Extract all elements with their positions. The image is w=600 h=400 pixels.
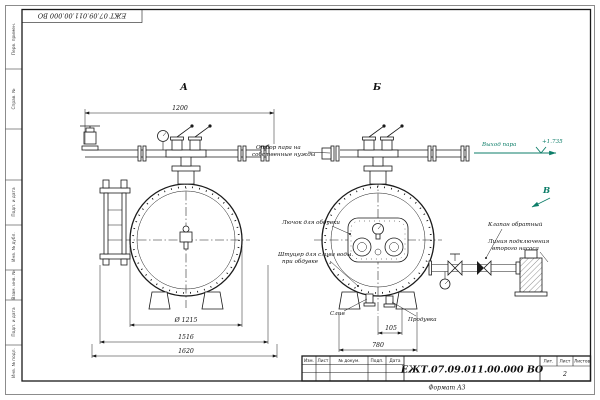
svg-text:780: 780 <box>372 342 384 349</box>
tb-doc-number: ЕЖТ.07.09.011.00.000 ВО <box>400 365 544 376</box>
pressure-gauge <box>157 130 169 150</box>
pump-line-note: Линия подключения второго насоса <box>487 239 549 263</box>
side-label: Подп. и дата <box>11 307 17 337</box>
dim-1620: 1620 <box>91 344 278 358</box>
pipe-end-valve <box>80 125 100 151</box>
tb-col-list: Лист <box>318 358 329 364</box>
svg-text:Продувка: Продувка <box>407 317 437 323</box>
leg <box>148 291 171 310</box>
top-stamp: ЕЖТ 07.09.011.00.000 ВО <box>21 9 143 23</box>
top-stamp-text: ЕЖТ 07.09.011.00.000 ВО <box>37 12 127 20</box>
side-label: Справ. № <box>11 88 17 109</box>
blowdown-note: Продувка <box>391 301 437 323</box>
own-needs-note: Отбор пара на собственные нужды <box>252 144 331 158</box>
view-a-shell <box>122 123 250 310</box>
leg <box>201 291 224 310</box>
side-label: Перв. примен. <box>11 23 17 55</box>
view-a: А <box>80 82 270 310</box>
title-block: Изм. Лист № докум. Подп. Дата ЕЖТ.07.09.… <box>301 355 592 392</box>
steam-output-label: Выход пара <box>481 142 516 148</box>
annotations: Отбор пара на собственные нужды Лючок дл… <box>252 144 549 323</box>
svg-text:Штуцер для слива воды: Штуцер для слива воды <box>277 252 352 258</box>
side-column-cells: Перв. примен. Справ. № Подп. и дата Инв.… <box>5 23 22 378</box>
hatch-note: Лючок для обдувки <box>281 219 351 235</box>
dim-diameter: Ø 1215 <box>129 246 243 327</box>
svg-text:Ø 1215: Ø 1215 <box>174 317 198 324</box>
svg-text:1516: 1516 <box>178 334 194 341</box>
water-level-gauge <box>99 179 131 266</box>
svg-text:1200: 1200 <box>172 105 188 112</box>
blowdown-stub <box>385 295 394 305</box>
dim-105: 105 <box>377 308 403 335</box>
check-valve-note: Клапан обратный <box>485 221 543 259</box>
leg <box>395 291 418 310</box>
svg-text:второго насоса: второго насоса <box>492 246 539 252</box>
bolt-ring <box>132 186 240 294</box>
svg-text:собственные нужды: собственные нужды <box>252 151 316 158</box>
view-direction-label: В <box>542 186 550 196</box>
svg-text:Слив: Слив <box>330 311 345 317</box>
level-mark-symbol <box>535 146 547 154</box>
dim-780: 780 <box>338 312 418 352</box>
dimensions: 1200 Ø 1215 1516 1620 105 <box>84 105 418 358</box>
view-b: Б <box>314 82 563 314</box>
dim-1516: 1516 <box>99 265 269 344</box>
bolt-ring <box>324 186 432 294</box>
svg-text:Лючок для обдувки: Лючок для обдувки <box>281 219 340 226</box>
view-a-label: А <box>179 82 188 93</box>
drain-note: Слив <box>330 298 368 317</box>
svg-text:1620: 1620 <box>178 348 194 355</box>
check-valve <box>477 260 492 276</box>
side-label: Инв. № дубл. <box>11 232 17 261</box>
leg <box>338 291 361 310</box>
view-b-shell <box>314 123 442 314</box>
pump <box>514 249 548 297</box>
svg-text:105: 105 <box>385 325 397 332</box>
side-label: Подп. и дата <box>11 187 17 217</box>
drain-stub <box>365 293 374 304</box>
tb-sheet-label: Лист <box>560 359 571 365</box>
manhole-door <box>347 217 409 263</box>
view-direction: В <box>531 186 551 208</box>
dim-1200: 1200 <box>84 105 275 144</box>
side-label: Инв. № подл. <box>11 348 17 378</box>
svg-text:при обдувке: при обдувке <box>282 258 319 265</box>
tb-col-date: Дата <box>389 358 400 364</box>
feed-line-gauge <box>439 271 451 290</box>
tb-sheets-label: Листов <box>574 359 591 365</box>
svg-text:Отбор пара на: Отбор пара на <box>256 144 301 151</box>
side-label: Взам. инв. № <box>11 270 17 300</box>
steam-output: Выход пара +1.735 <box>474 139 563 156</box>
format-label: Формат А3 <box>429 385 466 392</box>
drain-fitting-note: Штуцер для слива воды при обдувке <box>277 252 359 287</box>
level-mark-label: +1.735 <box>542 139 563 145</box>
tb-col-sign: Подп. <box>370 358 383 364</box>
feedwater-line <box>428 249 548 297</box>
tb-col-doc: № докум. <box>338 358 359 364</box>
svg-text:Линия подключения: Линия подключения <box>487 239 549 245</box>
tb-sheet-number: 2 <box>562 371 567 378</box>
tb-lit-label: Лит. <box>544 359 554 365</box>
tb-col-izm: Изм. <box>304 358 314 364</box>
sheet-frame <box>5 5 595 395</box>
view-b-label: Б <box>372 82 381 93</box>
svg-text:Клапан обратный: Клапан обратный <box>487 221 543 228</box>
shutoff-valve <box>447 253 463 276</box>
